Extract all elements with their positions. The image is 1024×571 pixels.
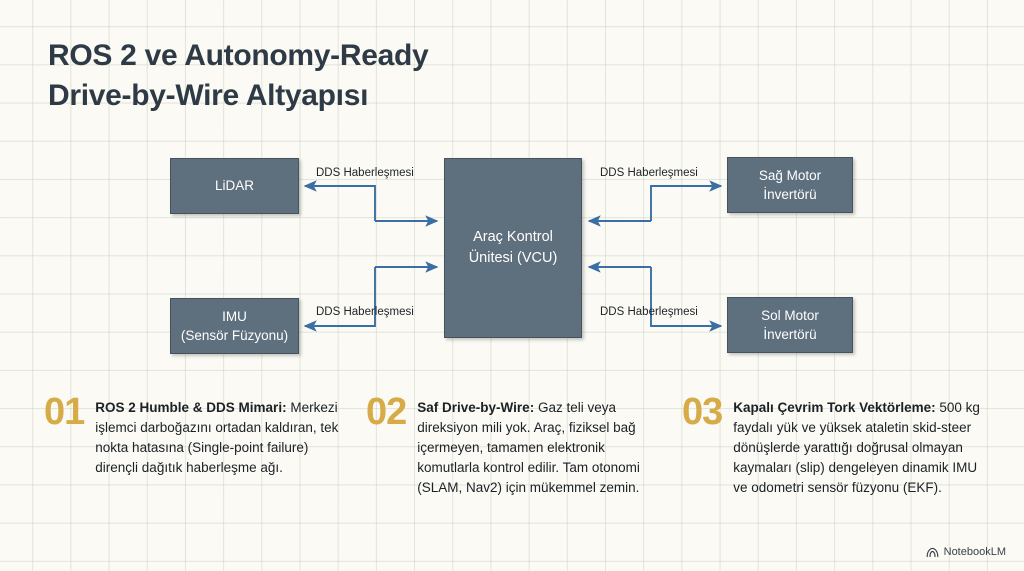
feature-body-1: ROS 2 Humble & DDS Mimari: Merkezi işlem… bbox=[95, 394, 344, 478]
diagram-node-left-motor-inverter: Sol Motor İnvertörü bbox=[727, 297, 853, 353]
feature-text-2: Gaz teli veya direksiyon mili yok. Araç,… bbox=[417, 400, 640, 495]
feature-number-3: 03 bbox=[682, 391, 723, 433]
edge-vcu-to-lidar bbox=[303, 180, 376, 221]
feature-body-3: Kapalı Çevrim Tork Vektörleme: 500 kg fa… bbox=[733, 394, 992, 498]
feature-text-3: 500 kg faydalı yük ve yüksek ataletin sk… bbox=[733, 400, 980, 495]
feature-heading-2: Saf Drive-by-Wire: bbox=[417, 400, 535, 415]
diagram-node-imu: IMU (Sensör Füzyonu) bbox=[170, 298, 299, 354]
diagram-node-lidar: LiDAR bbox=[170, 158, 299, 214]
notebooklm-icon bbox=[926, 547, 939, 558]
feature-text-1: Merkezi işlemci darboğazını ortadan kald… bbox=[95, 400, 339, 475]
feature-heading-3: Kapalı Çevrim Tork Vektörleme: bbox=[733, 400, 936, 415]
feature-item-1: 01 ROS 2 Humble & DDS Mimari: Merkezi iş… bbox=[44, 391, 344, 478]
feature-item-2: 02 Saf Drive-by-Wire: Gaz teli veya dire… bbox=[366, 391, 666, 498]
edge-label-bottom-right: DDS Haberleşmesi bbox=[600, 306, 698, 318]
edge-label-bottom-left: DDS Haberleşmesi bbox=[316, 306, 414, 318]
edge-vcu-to-right-motor bbox=[650, 180, 723, 221]
page-title: ROS 2 ve Autonomy-Ready Drive-by-Wire Al… bbox=[48, 39, 429, 112]
feature-item-3: 03 Kapalı Çevrim Tork Vektörleme: 500 kg… bbox=[682, 391, 992, 498]
feature-number-2: 02 bbox=[366, 391, 407, 433]
feature-number-1: 01 bbox=[44, 391, 85, 433]
edge-label-top-right: DDS Haberleşmesi bbox=[600, 167, 698, 179]
diagram-node-vcu: Araç Kontrol Ünitesi (VCU) bbox=[444, 158, 582, 338]
notebooklm-watermark: NotebookLM bbox=[926, 546, 1006, 558]
diagram-node-right-motor-inverter: Sağ Motor İnvertörü bbox=[727, 157, 853, 213]
feature-body-2: Saf Drive-by-Wire: Gaz teli veya direksi… bbox=[417, 394, 666, 498]
notebooklm-label: NotebookLM bbox=[943, 546, 1006, 558]
edge-label-top-left: DDS Haberleşmesi bbox=[316, 167, 414, 179]
feature-heading-1: ROS 2 Humble & DDS Mimari: bbox=[95, 400, 287, 415]
